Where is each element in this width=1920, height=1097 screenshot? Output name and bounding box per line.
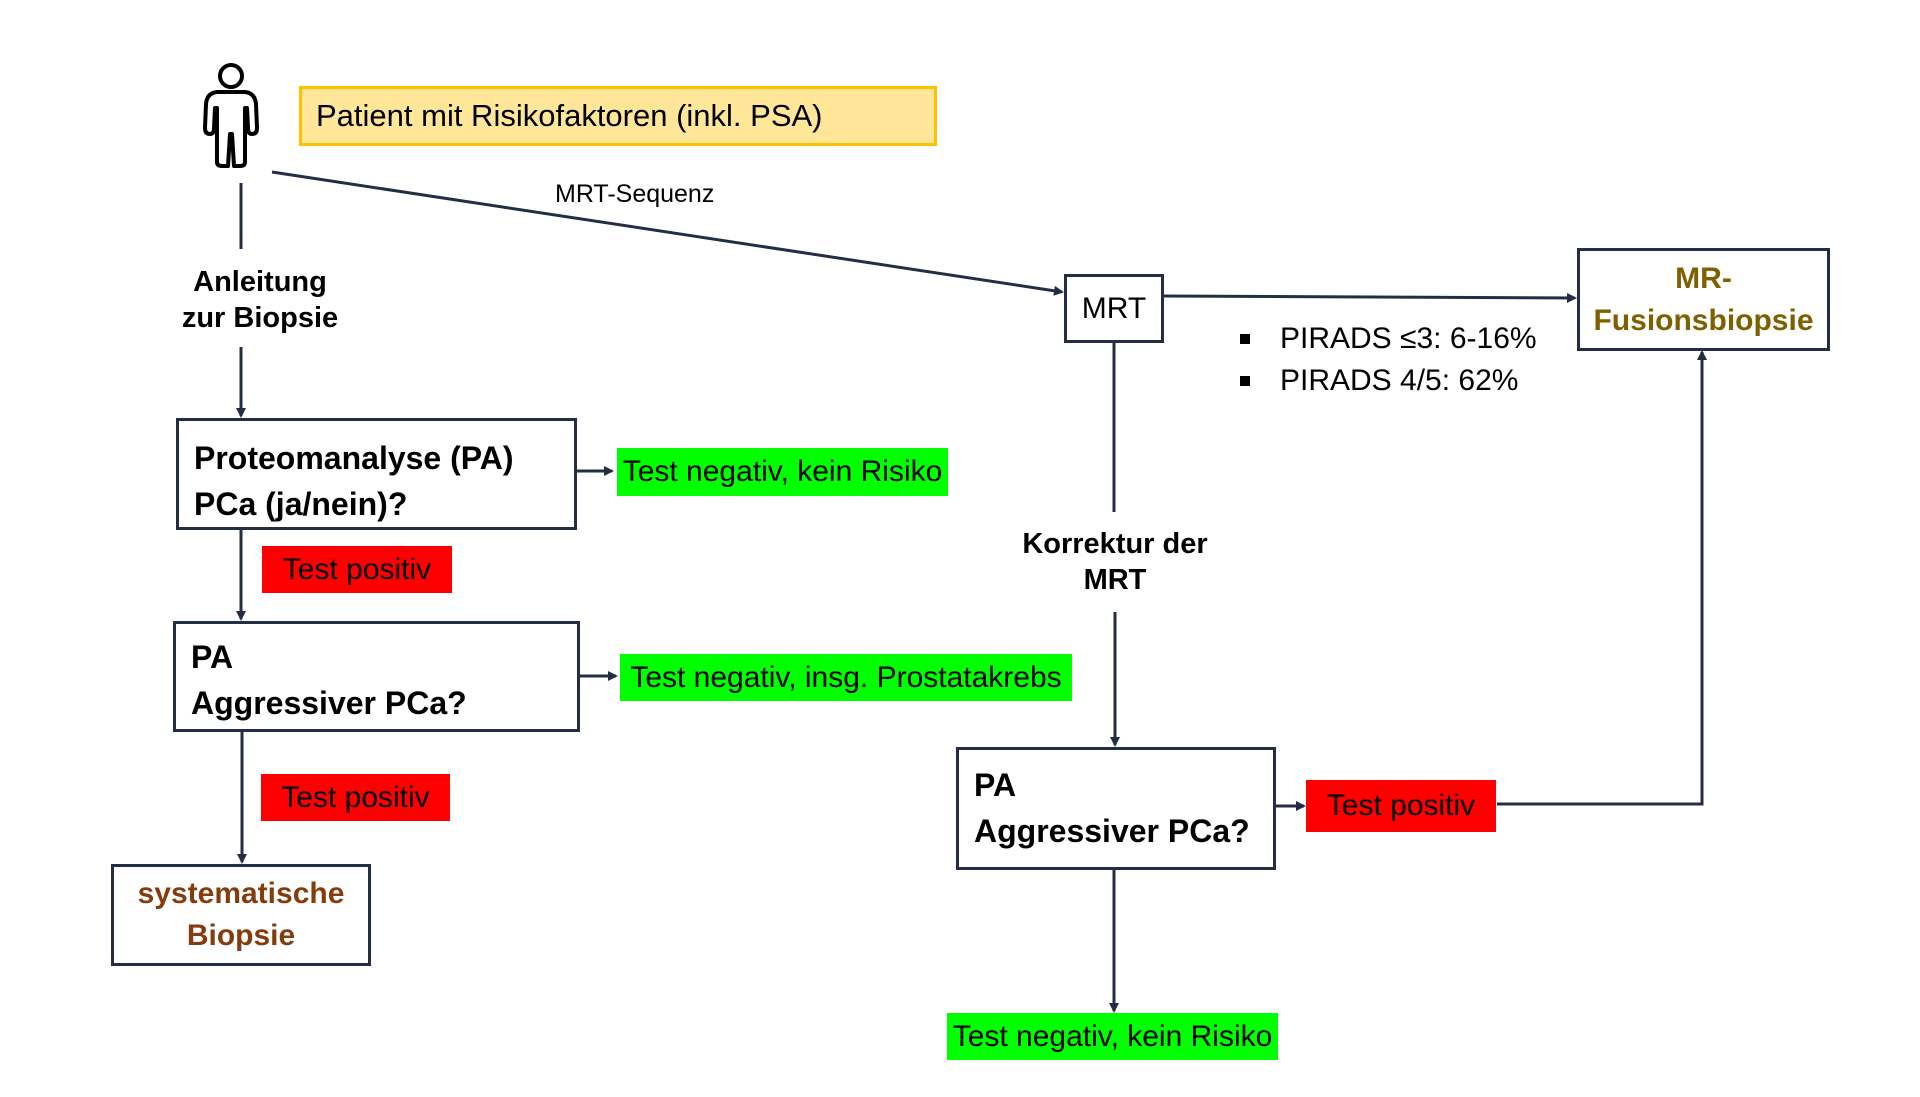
negative-insignificant-cancer: Test negativ, insg. Prostatakrebs	[620, 654, 1072, 701]
mrt-box[interactable]: MRT	[1064, 274, 1164, 343]
positive-badge-right: Test positiv	[1306, 780, 1496, 832]
pa-left-line1: PA	[191, 639, 234, 675]
edge-mrt-to-fusion	[1163, 292, 1577, 303]
biopsy-guidance-line2: zur Biopsie	[181, 302, 339, 334]
patient-label: Patient mit Risikofaktoren (inkl. PSA)	[316, 98, 823, 133]
mrt-correction-line2: MRT	[1083, 564, 1147, 596]
biopsy-guidance-label: Anleitung zur Biopsie	[160, 258, 360, 342]
positive-badge-left-1: Test positiv	[262, 546, 452, 593]
negative-no-risk-right: Test negativ, kein Risiko	[947, 1013, 1278, 1060]
proteome-box-line1: Proteomanalyse (PA)	[194, 440, 514, 476]
systematic-biopsy-line1: systematische	[137, 877, 345, 910]
pa-left-line2: Aggressiver PCa?	[191, 685, 467, 721]
patient-box: Patient mit Risikofaktoren (inkl. PSA)	[299, 86, 937, 146]
systematic-biopsy-box[interactable]: systematische Biopsie	[111, 864, 371, 966]
edge-patient-to-mrt	[271, 170, 1064, 296]
mrt-correction-line1: Korrektur der	[1022, 528, 1208, 560]
pa-aggressive-right-box[interactable]: PA Aggressiver PCa?	[956, 747, 1276, 870]
pirads-list: PIRADS ≤3: 6-16% PIRADS 4/5: 62%	[1240, 318, 1537, 402]
pa-aggressive-left-box[interactable]: PA Aggressiver PCa?	[173, 621, 580, 732]
mr-fusion-biopsy-box[interactable]: MR- Fusionsbiopsie	[1577, 248, 1830, 351]
positive-badge-left-2: Test positiv	[261, 774, 450, 821]
pirads-item: PIRADS ≤3: 6-16%	[1240, 318, 1537, 360]
pirads-item-label: PIRADS ≤3: 6-16%	[1280, 322, 1537, 355]
systematic-biopsy-line2: Biopsie	[186, 919, 296, 952]
mrt-correction-label: Korrektur der MRT	[1005, 520, 1225, 604]
proteome-box-line2: PCa (ja/nein)?	[194, 486, 408, 522]
negative-no-risk-left: Test negativ, kein Risiko	[617, 448, 948, 496]
mr-fusion-line2: Fusionsbiopsie	[1593, 303, 1814, 337]
mrt-label: MRT	[1081, 291, 1147, 325]
biopsy-guidance-line1: Anleitung	[193, 266, 327, 298]
pa-right-line2: Aggressiver PCa?	[974, 813, 1250, 849]
proteome-analysis-box[interactable]: Proteomanalyse (PA) PCa (ja/nein)?	[176, 418, 577, 530]
pa-right-line1: PA	[974, 767, 1017, 803]
bullet-square-icon	[1240, 334, 1250, 344]
bullet-square-icon	[1240, 376, 1250, 386]
edge-positive-to-fusion	[1497, 350, 1707, 806]
pirads-item-label: PIRADS 4/5: 62%	[1280, 364, 1519, 397]
mrt-sequence-label: MRT-Sequenz	[555, 180, 715, 208]
mr-fusion-line1: MR-	[1675, 261, 1732, 295]
person-icon	[203, 62, 259, 168]
pirads-item: PIRADS 4/5: 62%	[1240, 360, 1537, 402]
